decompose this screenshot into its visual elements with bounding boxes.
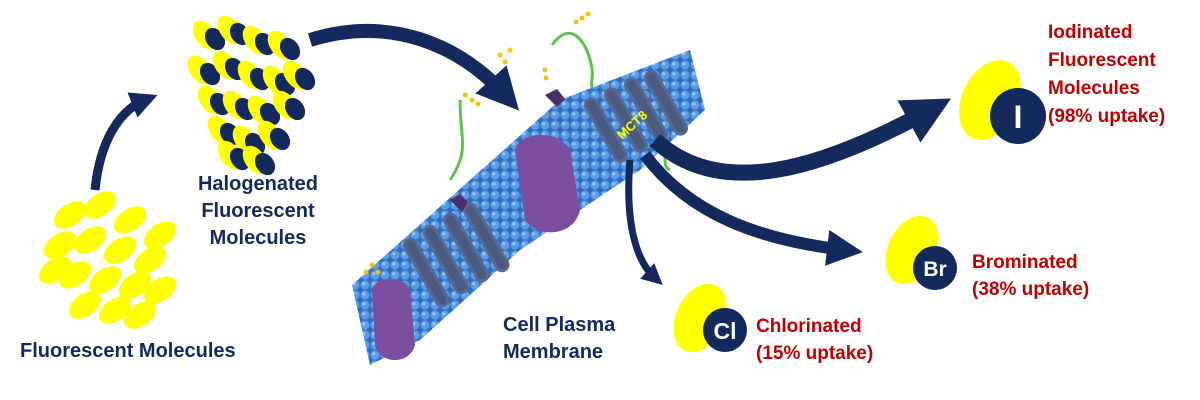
halogen-atom [259, 102, 281, 126]
iodinated-label-1: Iodinated [1048, 22, 1132, 43]
arrow-to-chlorinated [625, 159, 663, 286]
arrow-halogenation [90, 92, 158, 191]
iodinated-label-3: Molecules [1048, 78, 1140, 99]
iodine-symbol: I [1014, 99, 1023, 135]
cell-plasma-membrane [352, 11, 705, 365]
chlorine-symbol: Cl [714, 318, 737, 344]
halogen-atom [269, 127, 291, 151]
fluorescent-molecule [83, 191, 117, 219]
fluorescent-molecule [73, 226, 107, 254]
brominated-label: Brominated [972, 252, 1078, 273]
fluorescent-molecule [88, 266, 122, 294]
fluorescent-molecule [53, 201, 87, 229]
fluorescent-molecule [38, 256, 72, 284]
membrane-label-2: Membrane [503, 341, 603, 363]
fluorescent-molecule-cluster [38, 191, 177, 329]
fluorescent-molecule [118, 271, 152, 299]
fluorescent-molecule [143, 276, 177, 304]
halogen-atom [294, 67, 316, 91]
brominated-uptake: (38% uptake) [972, 279, 1089, 300]
fluorescent-molecule [113, 206, 147, 234]
fluorescent-molecule [143, 221, 177, 249]
halogenated-molecule-cluster [187, 15, 316, 176]
chlorinated-label: Chlorinated [756, 316, 862, 337]
iodinated-uptake: (98% uptake) [1048, 106, 1165, 127]
fluorescent-molecule [68, 291, 102, 319]
fluorescent-molecule [43, 231, 77, 259]
halogenated-label-3: Molecules [210, 227, 307, 249]
fluorescent-molecules-label: Fluorescent Molecules [20, 340, 236, 362]
bromine-symbol: Br [923, 258, 946, 281]
arrow-to-iodinated [649, 98, 952, 181]
iodinated-label-2: Fluorescent [1048, 50, 1156, 71]
halogenated-label-2: Fluorescent [201, 200, 315, 222]
halogen-atom [204, 27, 226, 51]
membrane-label-1: Cell Plasma [503, 314, 616, 336]
channel-protein [515, 135, 580, 233]
halogenated-label-1: Halogenated [198, 173, 318, 195]
halogen-atom [199, 62, 221, 86]
fluorescent-molecule [133, 246, 167, 274]
fluorescent-molecule [98, 296, 132, 324]
chlorinated-molecule: Cl [673, 283, 747, 353]
channel-protein [372, 278, 415, 360]
arrow-into-membrane [307, 24, 520, 111]
fluorescent-molecule [123, 301, 157, 329]
halogen-atom [279, 37, 301, 61]
mct8-transporter [403, 70, 688, 308]
arrow-to-brominated [640, 151, 863, 266]
halogen-atom [254, 152, 276, 176]
iodinated-molecule: I [959, 60, 1046, 144]
fluorescent-molecule [103, 236, 137, 264]
brominated-molecule: Br [885, 215, 957, 290]
chlorinated-uptake: (15% uptake) [756, 343, 873, 364]
halogen-atom [284, 97, 306, 121]
